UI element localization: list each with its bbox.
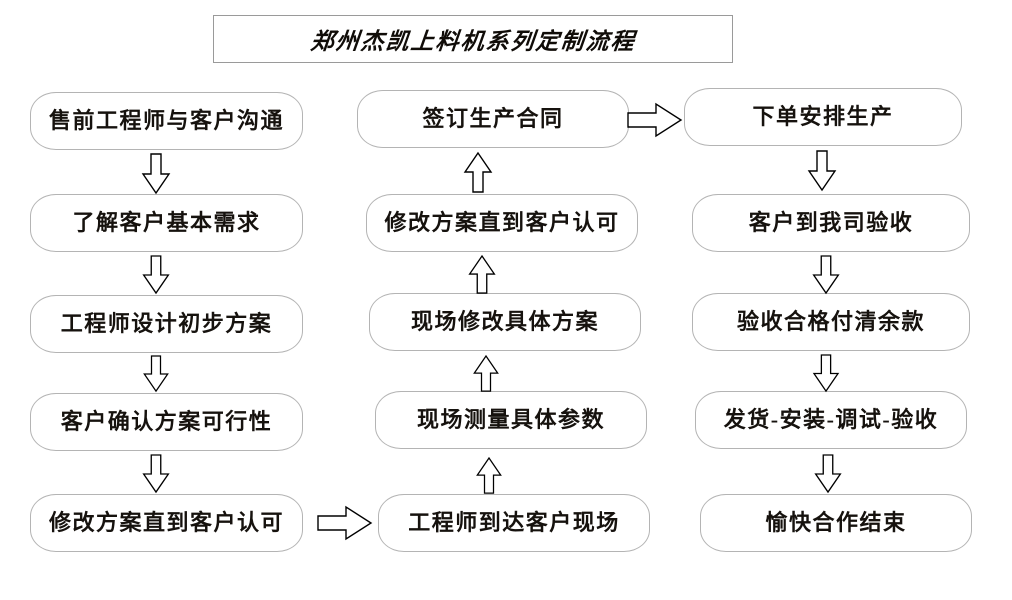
node-revise-until-approved-middle[interactable]: 修改方案直到客户认可	[366, 194, 638, 252]
arrow-right-n5-n10	[317, 505, 373, 541]
node-sign-production-contract[interactable]: 签订生产合同	[357, 90, 629, 148]
node-ship-install-debug-accept[interactable]: 发货-安装-调试-验收	[695, 391, 967, 449]
arrow-down-n3-n4	[142, 355, 170, 393]
node-label: 现场修改具体方案	[410, 309, 599, 334]
node-label: 工程师设计初步方案	[60, 311, 273, 336]
node-pay-balance-after-acceptance[interactable]: 验收合格付清余款	[692, 293, 970, 351]
arrow-up-n7-n6	[463, 151, 493, 194]
node-label: 愉快合作结束	[765, 510, 907, 535]
node-engineer-initial-design[interactable]: 工程师设计初步方案	[30, 295, 303, 353]
arrow-down-n11-n12	[807, 150, 837, 192]
node-label: 售前工程师与客户沟通	[48, 108, 284, 133]
node-label: 现场测量具体参数	[416, 407, 605, 432]
node-onsite-measure-parameters[interactable]: 现场测量具体参数	[375, 391, 647, 449]
node-label: 验收合格付清余款	[736, 309, 925, 334]
arrow-up-n8-n7	[468, 254, 496, 294]
node-label: 客户确认方案可行性	[60, 409, 273, 434]
node-label: 修改方案直到客户认可	[48, 510, 284, 535]
node-label: 发货-安装-调试-验收	[723, 407, 939, 432]
node-label: 下单安排生产	[752, 104, 894, 129]
node-label: 客户到我司验收	[748, 210, 914, 235]
node-onsite-revise-plan[interactable]: 现场修改具体方案	[369, 293, 641, 351]
node-customer-acceptance-at-factory[interactable]: 客户到我司验收	[692, 194, 970, 252]
arrow-down-n14-n15	[814, 454, 842, 494]
node-customer-confirm-feasibility[interactable]: 客户确认方案可行性	[30, 393, 303, 451]
arrow-down-n4-n5	[142, 454, 170, 494]
arrow-down-n13-n14	[812, 354, 840, 393]
node-label: 修改方案直到客户认可	[384, 210, 620, 235]
node-label: 签订生产合同	[422, 106, 564, 131]
arrow-up-n9-n8	[472, 354, 500, 392]
node-place-order-production[interactable]: 下单安排生产	[684, 88, 962, 146]
node-understand-requirements[interactable]: 了解客户基本需求	[30, 194, 303, 252]
chart-title-text: 郑州杰凯上料机系列定制流程	[308, 28, 637, 55]
node-label: 了解客户基本需求	[72, 210, 261, 235]
arrow-right-n6-n11	[627, 102, 683, 138]
node-pre-sales-communication[interactable]: 售前工程师与客户沟通	[30, 92, 303, 150]
arrow-down-n1-n2	[141, 153, 171, 195]
node-engineer-arrive-onsite[interactable]: 工程师到达客户现场	[378, 494, 650, 552]
arrow-up-n10-n9	[475, 456, 503, 494]
arrow-down-n12-n13	[812, 255, 840, 295]
chart-title-box: 郑州杰凯上料机系列定制流程	[213, 15, 733, 63]
arrow-down-n2-n3	[142, 255, 170, 295]
node-cooperation-complete[interactable]: 愉快合作结束	[700, 494, 972, 552]
node-label: 工程师到达客户现场	[408, 510, 620, 535]
node-revise-until-approved-left[interactable]: 修改方案直到客户认可	[30, 494, 303, 552]
